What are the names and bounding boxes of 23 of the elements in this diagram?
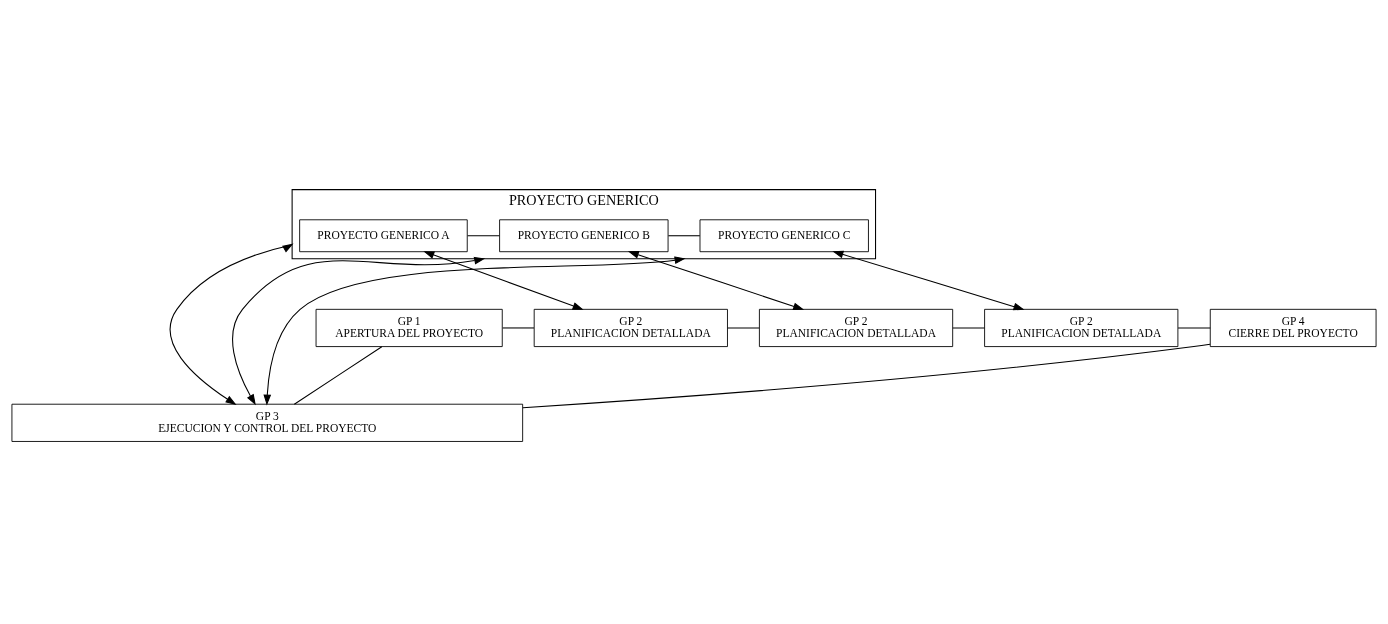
- connector: [1177, 327, 1211, 329]
- node-box: PROYECTO GENERICO C: [699, 219, 869, 253]
- arrow: [169, 243, 294, 405]
- node-box: PROYECTO GENERICO A: [299, 219, 468, 253]
- node-box: GP 2 PLANIFICACION DETALLADA: [984, 308, 1179, 348]
- node-box: GP 1 APERTURA DEL PROYECTO: [315, 308, 503, 348]
- connector: [522, 343, 1211, 409]
- arrow: [627, 251, 805, 310]
- connector: [667, 235, 701, 237]
- arrow: [263, 256, 686, 406]
- connector: [952, 327, 985, 329]
- connector: [727, 327, 760, 329]
- node-box: GP 4 CIERRE DEL PROYECTO: [1209, 308, 1377, 348]
- arrow: [423, 251, 584, 310]
- arrow: [832, 250, 1025, 311]
- arrow: [232, 256, 486, 406]
- node-box: PROYECTO GENERICO B: [499, 219, 669, 253]
- node-box: GP 2 PLANIFICACION DETALLADA: [533, 308, 728, 348]
- connector: [467, 235, 500, 237]
- node-box: GP 3 EJECUCION Y CONTROL DEL PROYECTO: [11, 403, 524, 442]
- connector: [502, 327, 535, 329]
- connector: [293, 346, 383, 405]
- node-box: GP 2 PLANIFICACION DETALLADA: [758, 308, 954, 348]
